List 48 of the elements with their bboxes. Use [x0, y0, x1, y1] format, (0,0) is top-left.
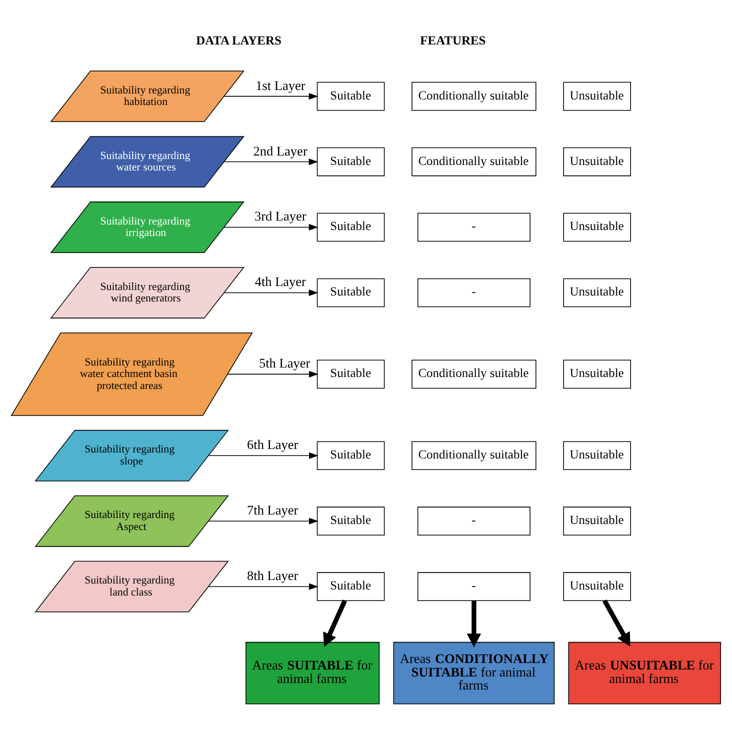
arrow: [466, 600, 482, 647]
node-box: Conditionally suitable: [412, 146, 536, 176]
node-box: -: [417, 506, 530, 536]
node-box: Suitable: [316, 212, 385, 242]
node-box: Suitable: [316, 146, 385, 176]
node-box: Conditionally suitable: [412, 359, 536, 388]
node-box: Areas UNSUITABLE for animal farms: [568, 641, 722, 704]
node-box: -: [417, 572, 530, 600]
node-box: Unsuitable: [563, 212, 631, 242]
edge-label: 8th Layer: [247, 568, 298, 583]
node-box: Suitable: [316, 506, 385, 536]
node-box: Suitable: [316, 572, 385, 600]
node-box: Suitable: [316, 81, 385, 110]
arrow: [323, 599, 347, 646]
node-box: Areas SUITABLE for animal farms: [246, 641, 380, 704]
arrow: [224, 92, 318, 100]
edge-label: 2nd Layer: [253, 142, 308, 158]
node-box: Unsuitable: [563, 572, 631, 600]
node-box: Unsuitable: [563, 440, 631, 470]
arrow: [224, 223, 318, 230]
node-box: Unsuitable: [563, 146, 631, 176]
node-box: Suitable: [316, 278, 385, 307]
arrow: [208, 582, 318, 590]
edge-label: 4th Layer: [254, 274, 306, 289]
edge-label: 1st Layer: [256, 77, 306, 92]
node-box: Unsuitable: [563, 506, 631, 536]
edge-label: 6th Layer: [247, 436, 298, 452]
arrow: [224, 158, 318, 165]
arrow: [227, 370, 318, 377]
label: DATA LAYERS: [196, 32, 282, 47]
arrow: [602, 599, 630, 646]
label: FEATURES: [420, 32, 486, 47]
node-box: Conditionally suitable: [412, 440, 536, 470]
node-box: Unsuitable: [563, 359, 631, 388]
arrow: [208, 452, 318, 458]
node-box: Areas CONDITIONALLY SUITABLE for animal farms: [393, 641, 555, 704]
edge-label: 3rd Layer: [254, 208, 306, 224]
node-box: -: [417, 278, 530, 307]
node-box: Unsuitable: [563, 278, 631, 307]
node-box: Conditionally suitable: [412, 81, 536, 110]
edge-label: 5th Layer: [259, 355, 310, 370]
node-box: Suitable: [316, 440, 385, 470]
node-box: Suitable: [316, 359, 385, 388]
node-box: -: [417, 212, 530, 242]
node-box: Unsuitable: [563, 81, 631, 110]
arrow: [224, 288, 318, 296]
edge-label: 7th Layer: [247, 502, 298, 518]
arrow: [208, 517, 318, 524]
